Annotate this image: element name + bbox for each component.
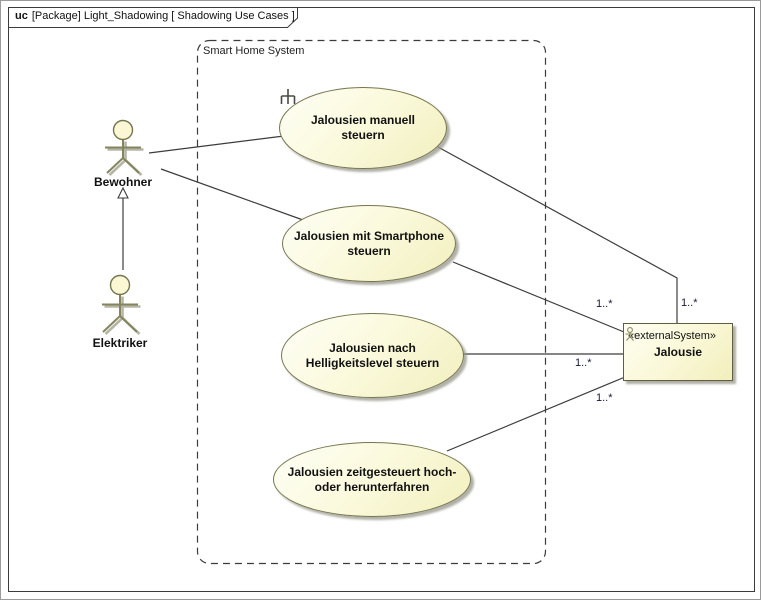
system-boundary[interactable] [196, 39, 547, 565]
usecase-label-line: Jalousien nach [329, 340, 416, 355]
stereotype-label: «externalSystem» [627, 330, 717, 342]
uml-frame [8, 7, 755, 592]
generalization-arrowhead [117, 186, 129, 199]
usecase-label-line: steuern [347, 243, 391, 258]
actor-head [109, 274, 131, 296]
frame-title: uc[Package] Light_Shadowing [ Shadowing … [15, 10, 295, 22]
external-system-name: Jalousie [653, 345, 703, 359]
multiplicity-label-uc3: 1..* [575, 357, 592, 369]
actor-icon [625, 327, 635, 341]
rake-icon [280, 89, 296, 104]
actor-bewohner[interactable] [105, 119, 144, 176]
usecase-jalousien-manuell-steuern[interactable]: Jalousien manuell steuern [279, 87, 447, 169]
frame-keyword: uc [15, 10, 28, 22]
multiplicity-label-uc2: 1..* [596, 298, 613, 310]
usecase-jalousien-zeitgesteuert[interactable]: Jalousien zeitgesteuert hoch- oder herun… [273, 442, 471, 517]
assoc-uc1-jalousie[interactable] [437, 146, 678, 323]
actor-label-elektriker: Elektriker [92, 336, 148, 350]
assoc-uc2-jalousie[interactable] [452, 261, 625, 333]
actor-shadow [104, 296, 141, 335]
actor-head [112, 119, 134, 141]
frame-title-tab [8, 7, 298, 28]
boundary-label: Smart Home System [203, 45, 305, 57]
actor-shadow [107, 141, 144, 176]
usecase-label-line: steuern [341, 128, 385, 142]
actor-label-bewohner: Bewohner [93, 175, 152, 189]
usecase-label-line: Jalousien manuell [310, 113, 416, 127]
usecase-label-line: Jalousien zeitgesteuert hoch- [287, 464, 457, 479]
frame-title-text: [Package] Light_Shadowing [ Shadowing Us… [31, 10, 295, 22]
generalization-elektriker-bewohner[interactable] [117, 186, 129, 270]
multiplicity-label-uc4: 1..* [596, 392, 613, 404]
assoc-bewohner-uc1[interactable] [148, 135, 285, 154]
multiplicity-label-uc1: 1..* [681, 297, 698, 309]
usecase-label-line: Jalousien mit Smartphone [293, 228, 445, 243]
usecase-jalousien-nach-helligkeitslevel-steuern[interactable]: Jalousien nach Helligkeitslevel steuern [281, 313, 464, 398]
assoc-uc4-jalousie[interactable] [446, 376, 626, 452]
actor-elektriker[interactable] [102, 274, 141, 335]
assoc-bewohner-uc2[interactable] [160, 168, 304, 221]
usecase-label-line: Helligkeitslevel steuern [305, 355, 440, 370]
usecase-jalousien-mit-smartphone-steuern[interactable]: Jalousien mit Smartphone steuern [282, 205, 456, 282]
external-system-jalousie[interactable]: «externalSystem» Jalousie [623, 323, 733, 381]
usecase-label-line: oder herunterfahren [314, 479, 430, 494]
